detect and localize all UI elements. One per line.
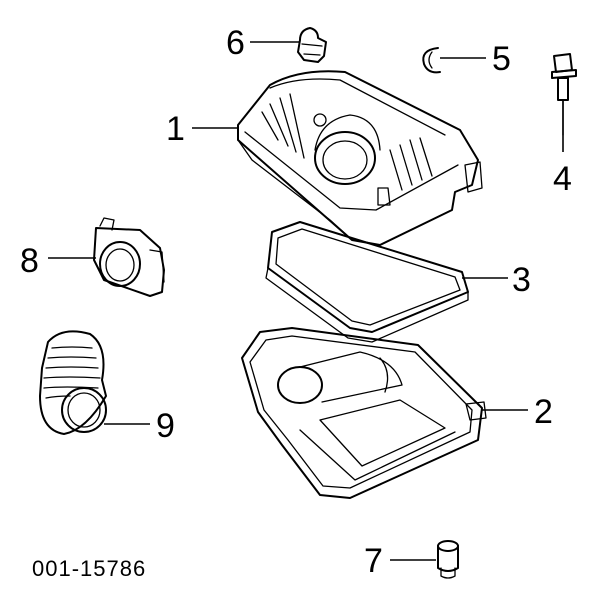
callout-6: 6 <box>226 24 245 62</box>
leader-lines <box>48 41 564 561</box>
part-8-adapter <box>93 217 165 297</box>
part-6-fitting <box>297 27 327 63</box>
callout-4: 4 <box>553 160 572 198</box>
part-5-clip <box>422 47 441 74</box>
part-1-upper-housing <box>237 70 483 246</box>
part-9-inlet-duct <box>39 330 107 435</box>
callout-9: 9 <box>156 407 175 445</box>
callout-8: 8 <box>20 242 39 280</box>
part-2-lower-housing <box>241 327 487 499</box>
callout-5: 5 <box>492 40 511 78</box>
part-7-plug <box>437 540 459 579</box>
part-4-bolt <box>551 53 577 136</box>
part-3-filter-element <box>265 221 469 343</box>
callout-3: 3 <box>512 261 531 299</box>
callout-2: 2 <box>534 393 553 431</box>
callout-1: 1 <box>166 110 185 148</box>
callout-7: 7 <box>364 542 383 580</box>
part-code: 001-15786 <box>32 556 146 581</box>
